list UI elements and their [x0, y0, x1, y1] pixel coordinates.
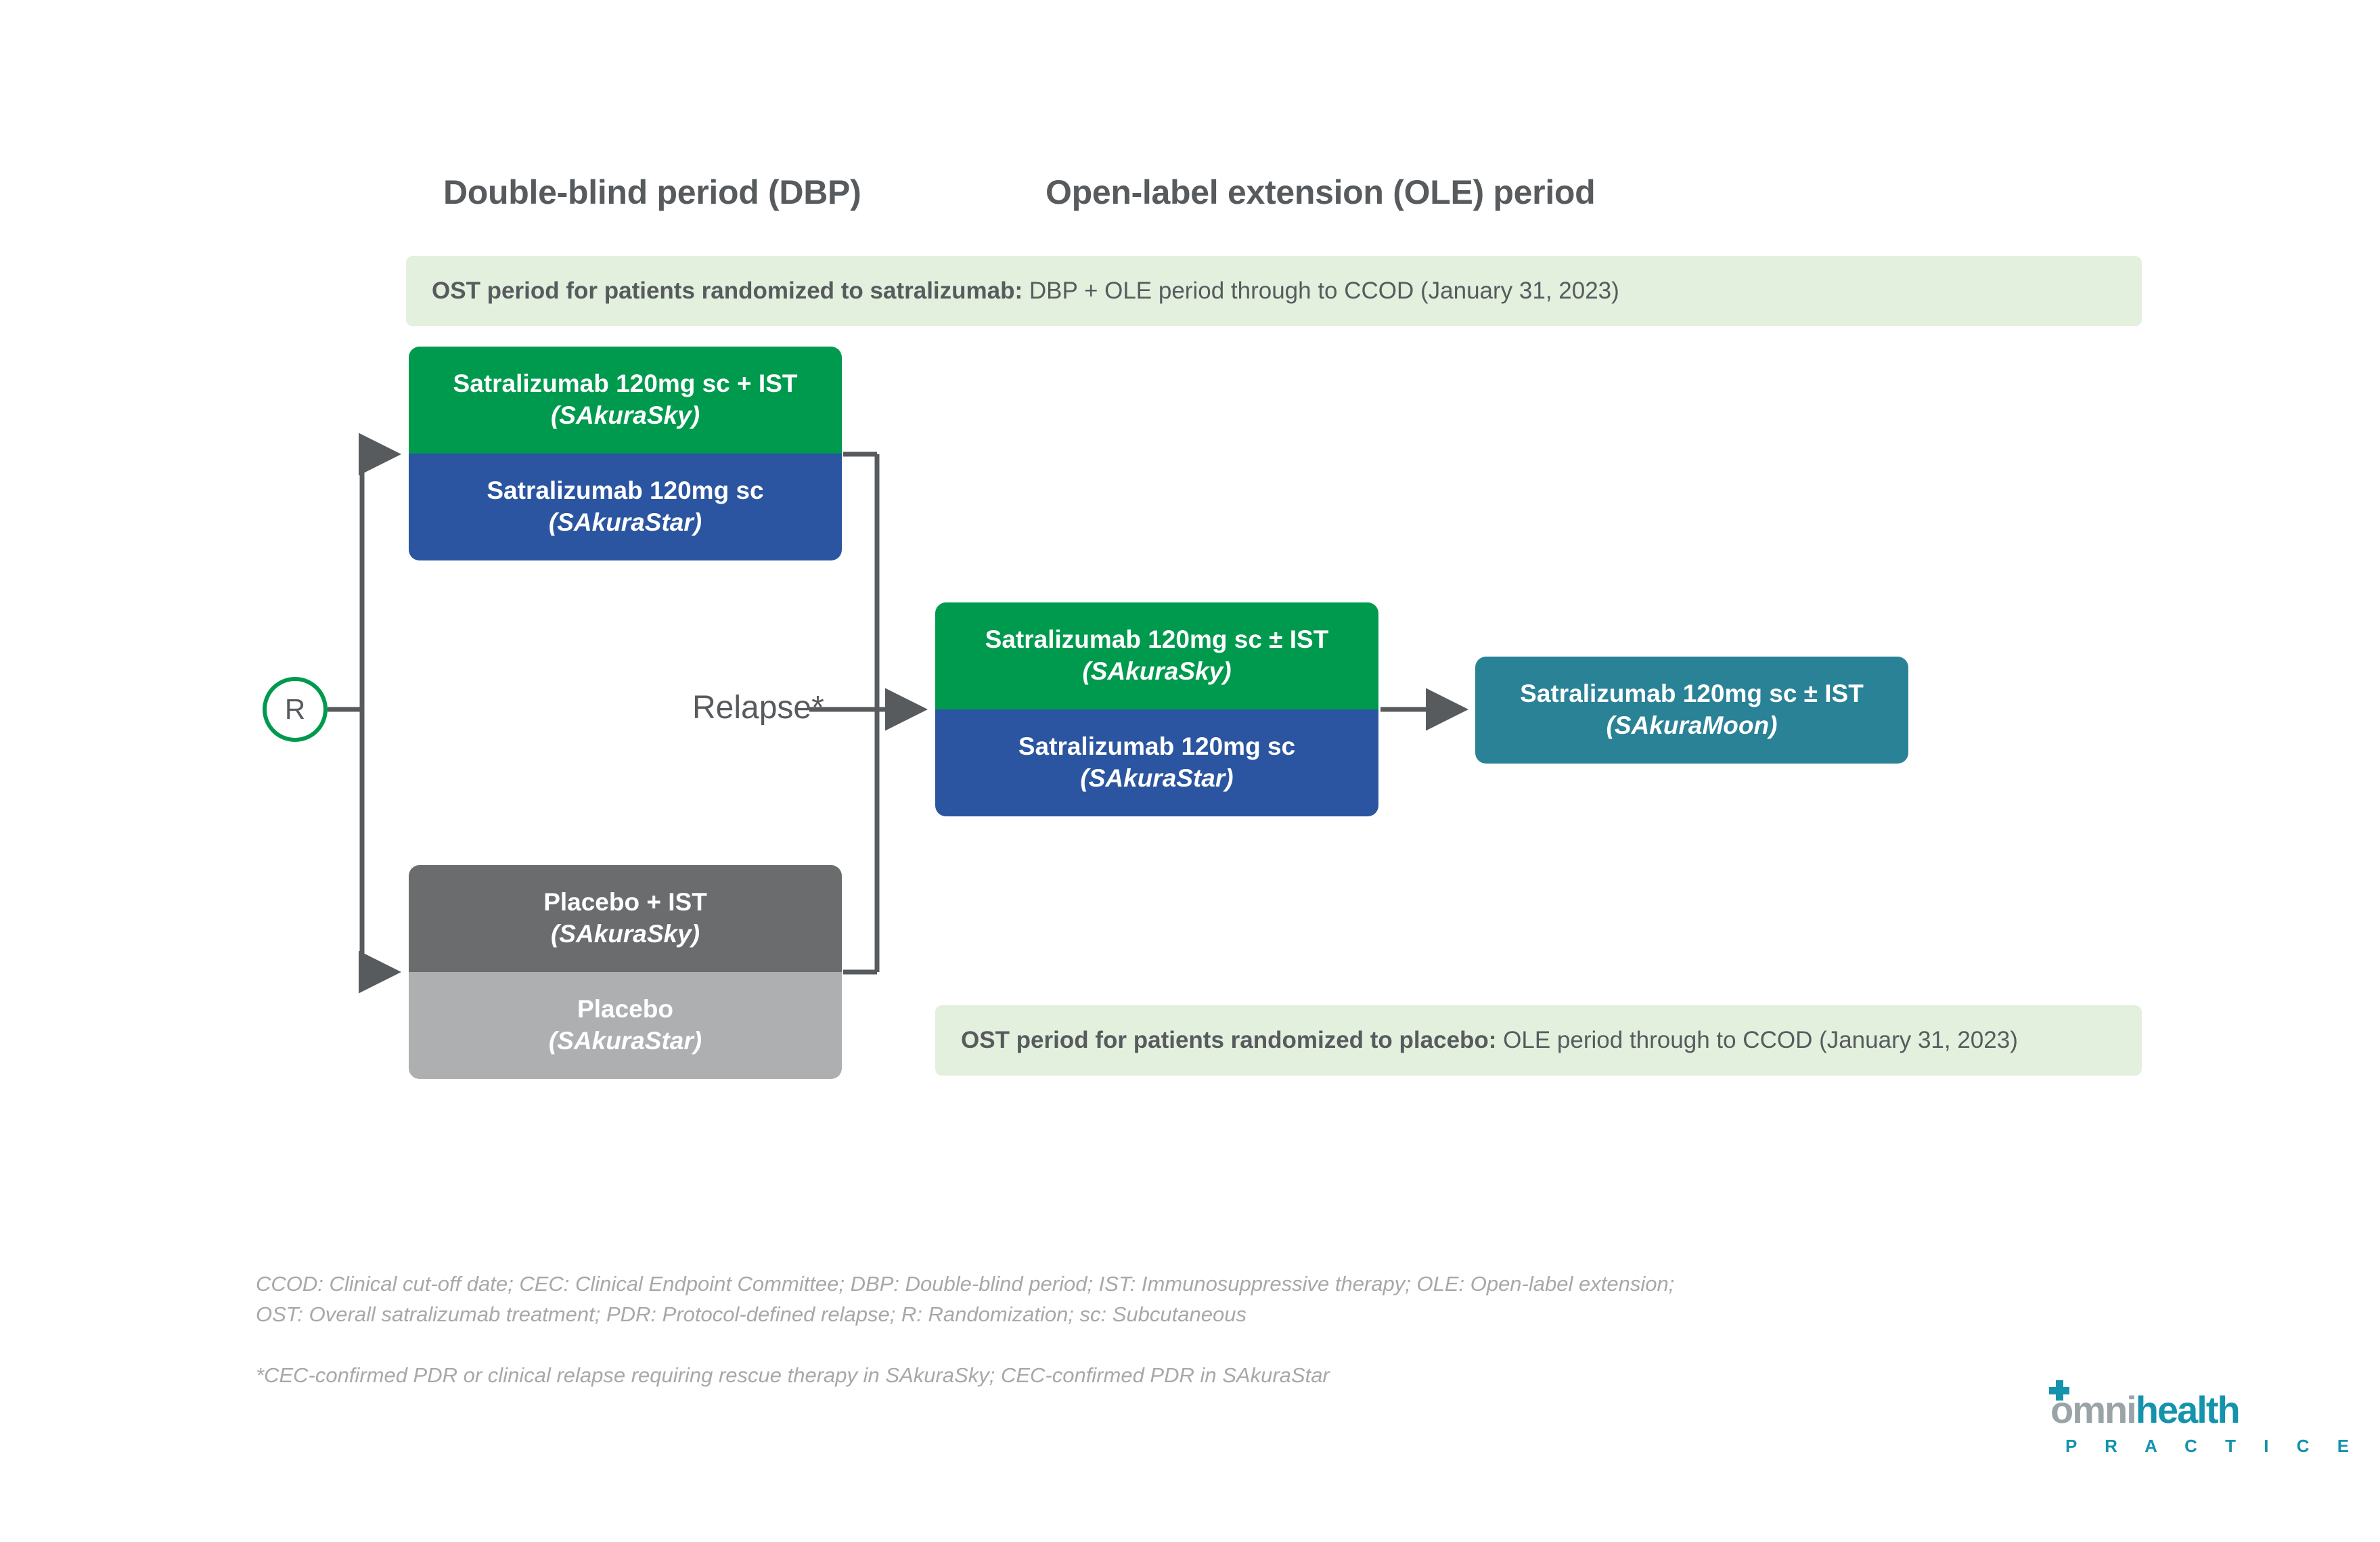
randomization-node: R	[263, 677, 328, 742]
logo-wordmark: omnihealth	[2049, 1380, 2241, 1431]
arm-study: (SAkuraStar)	[548, 1027, 702, 1055]
arm-study: (SAkuraSky)	[550, 401, 700, 429]
arm-treatment: Satralizumab 120mg sc	[1018, 732, 1296, 761]
ost-banner-satralizumab: OST period for patients randomized to sa…	[406, 256, 2142, 326]
arm-box-placebo-ist-sakurasky: Placebo + IST (SAkuraSky)	[409, 865, 842, 972]
arm-study: (SAkuraStar)	[548, 508, 702, 536]
footnote-abbreviations: CCOD: Clinical cut-off date; CEC: Clinic…	[256, 1272, 1675, 1326]
ost-banner-placebo-lead: OST period for patients randomized to pl…	[961, 1027, 1504, 1053]
ost-banner-placebo: OST period for patients randomized to pl…	[935, 1005, 2142, 1076]
ost-banner-satralizumab-detail: DBP + OLE period through to CCOD (Januar…	[1029, 278, 1619, 304]
arm-treatment: Satralizumab 120mg sc ± IST	[1520, 680, 1864, 708]
relapse-label: Relapse*	[692, 690, 824, 726]
ost-banner-satralizumab-lead: OST period for patients randomized to sa…	[432, 278, 1029, 304]
arm-treatment: Satralizumab 120mg sc	[487, 477, 764, 505]
randomization-label: R	[284, 693, 306, 725]
arm-study: (SAkuraMoon)	[1606, 711, 1778, 739]
arm-box-placebo-sakurastar: Placebo (SAkuraStar)	[409, 972, 842, 1079]
logo-omni-text: omni	[2050, 1388, 2137, 1431]
arm-box-satralizumab-ist-sakurasky-ole: Satralizumab 120mg sc ± IST (SAkuraSky)	[935, 602, 1378, 709]
arm-study: (SAkuraSky)	[550, 920, 700, 948]
arm-box-satralizumab-ist-sakurasky: Satralizumab 120mg sc + IST (SAkuraSky)	[409, 347, 842, 454]
logo-practice-text: P R A C T I C E	[2065, 1436, 2361, 1456]
footnote-asterisk: *CEC-confirmed PDR or clinical relapse r…	[256, 1363, 1330, 1387]
period-header-ole: Open-label extension (OLE) period	[1046, 173, 1596, 211]
logo-health-text: health	[2135, 1388, 2241, 1431]
arm-box-satralizumab-ist-sakuramoon: Satralizumab 120mg sc ± IST (SAkuraMoon)	[1475, 657, 1908, 764]
arm-study: (SAkuraStar)	[1080, 764, 1234, 792]
omnihealth-practice-logo: omnihealth P R A C T I C E	[2049, 1380, 2349, 1469]
arm-box-satralizumab-sakurastar-ole: Satralizumab 120mg sc (SAkuraStar)	[935, 709, 1378, 816]
arm-treatment: Placebo	[577, 995, 673, 1023]
arm-treatment: Satralizumab 120mg sc ± IST	[985, 625, 1329, 654]
arm-treatment: Placebo + IST	[543, 888, 707, 917]
medical-cross-icon	[2049, 1380, 2069, 1401]
period-header-dbp: Double-blind period (DBP)	[443, 173, 861, 211]
arm-box-satralizumab-sakurastar: Satralizumab 120mg sc (SAkuraStar)	[409, 454, 842, 560]
arm-treatment: Satralizumab 120mg sc + IST	[453, 370, 798, 398]
arm-study: (SAkuraSky)	[1082, 657, 1232, 685]
ost-banner-placebo-detail: OLE period through to CCOD (January 31, …	[1503, 1027, 2018, 1053]
